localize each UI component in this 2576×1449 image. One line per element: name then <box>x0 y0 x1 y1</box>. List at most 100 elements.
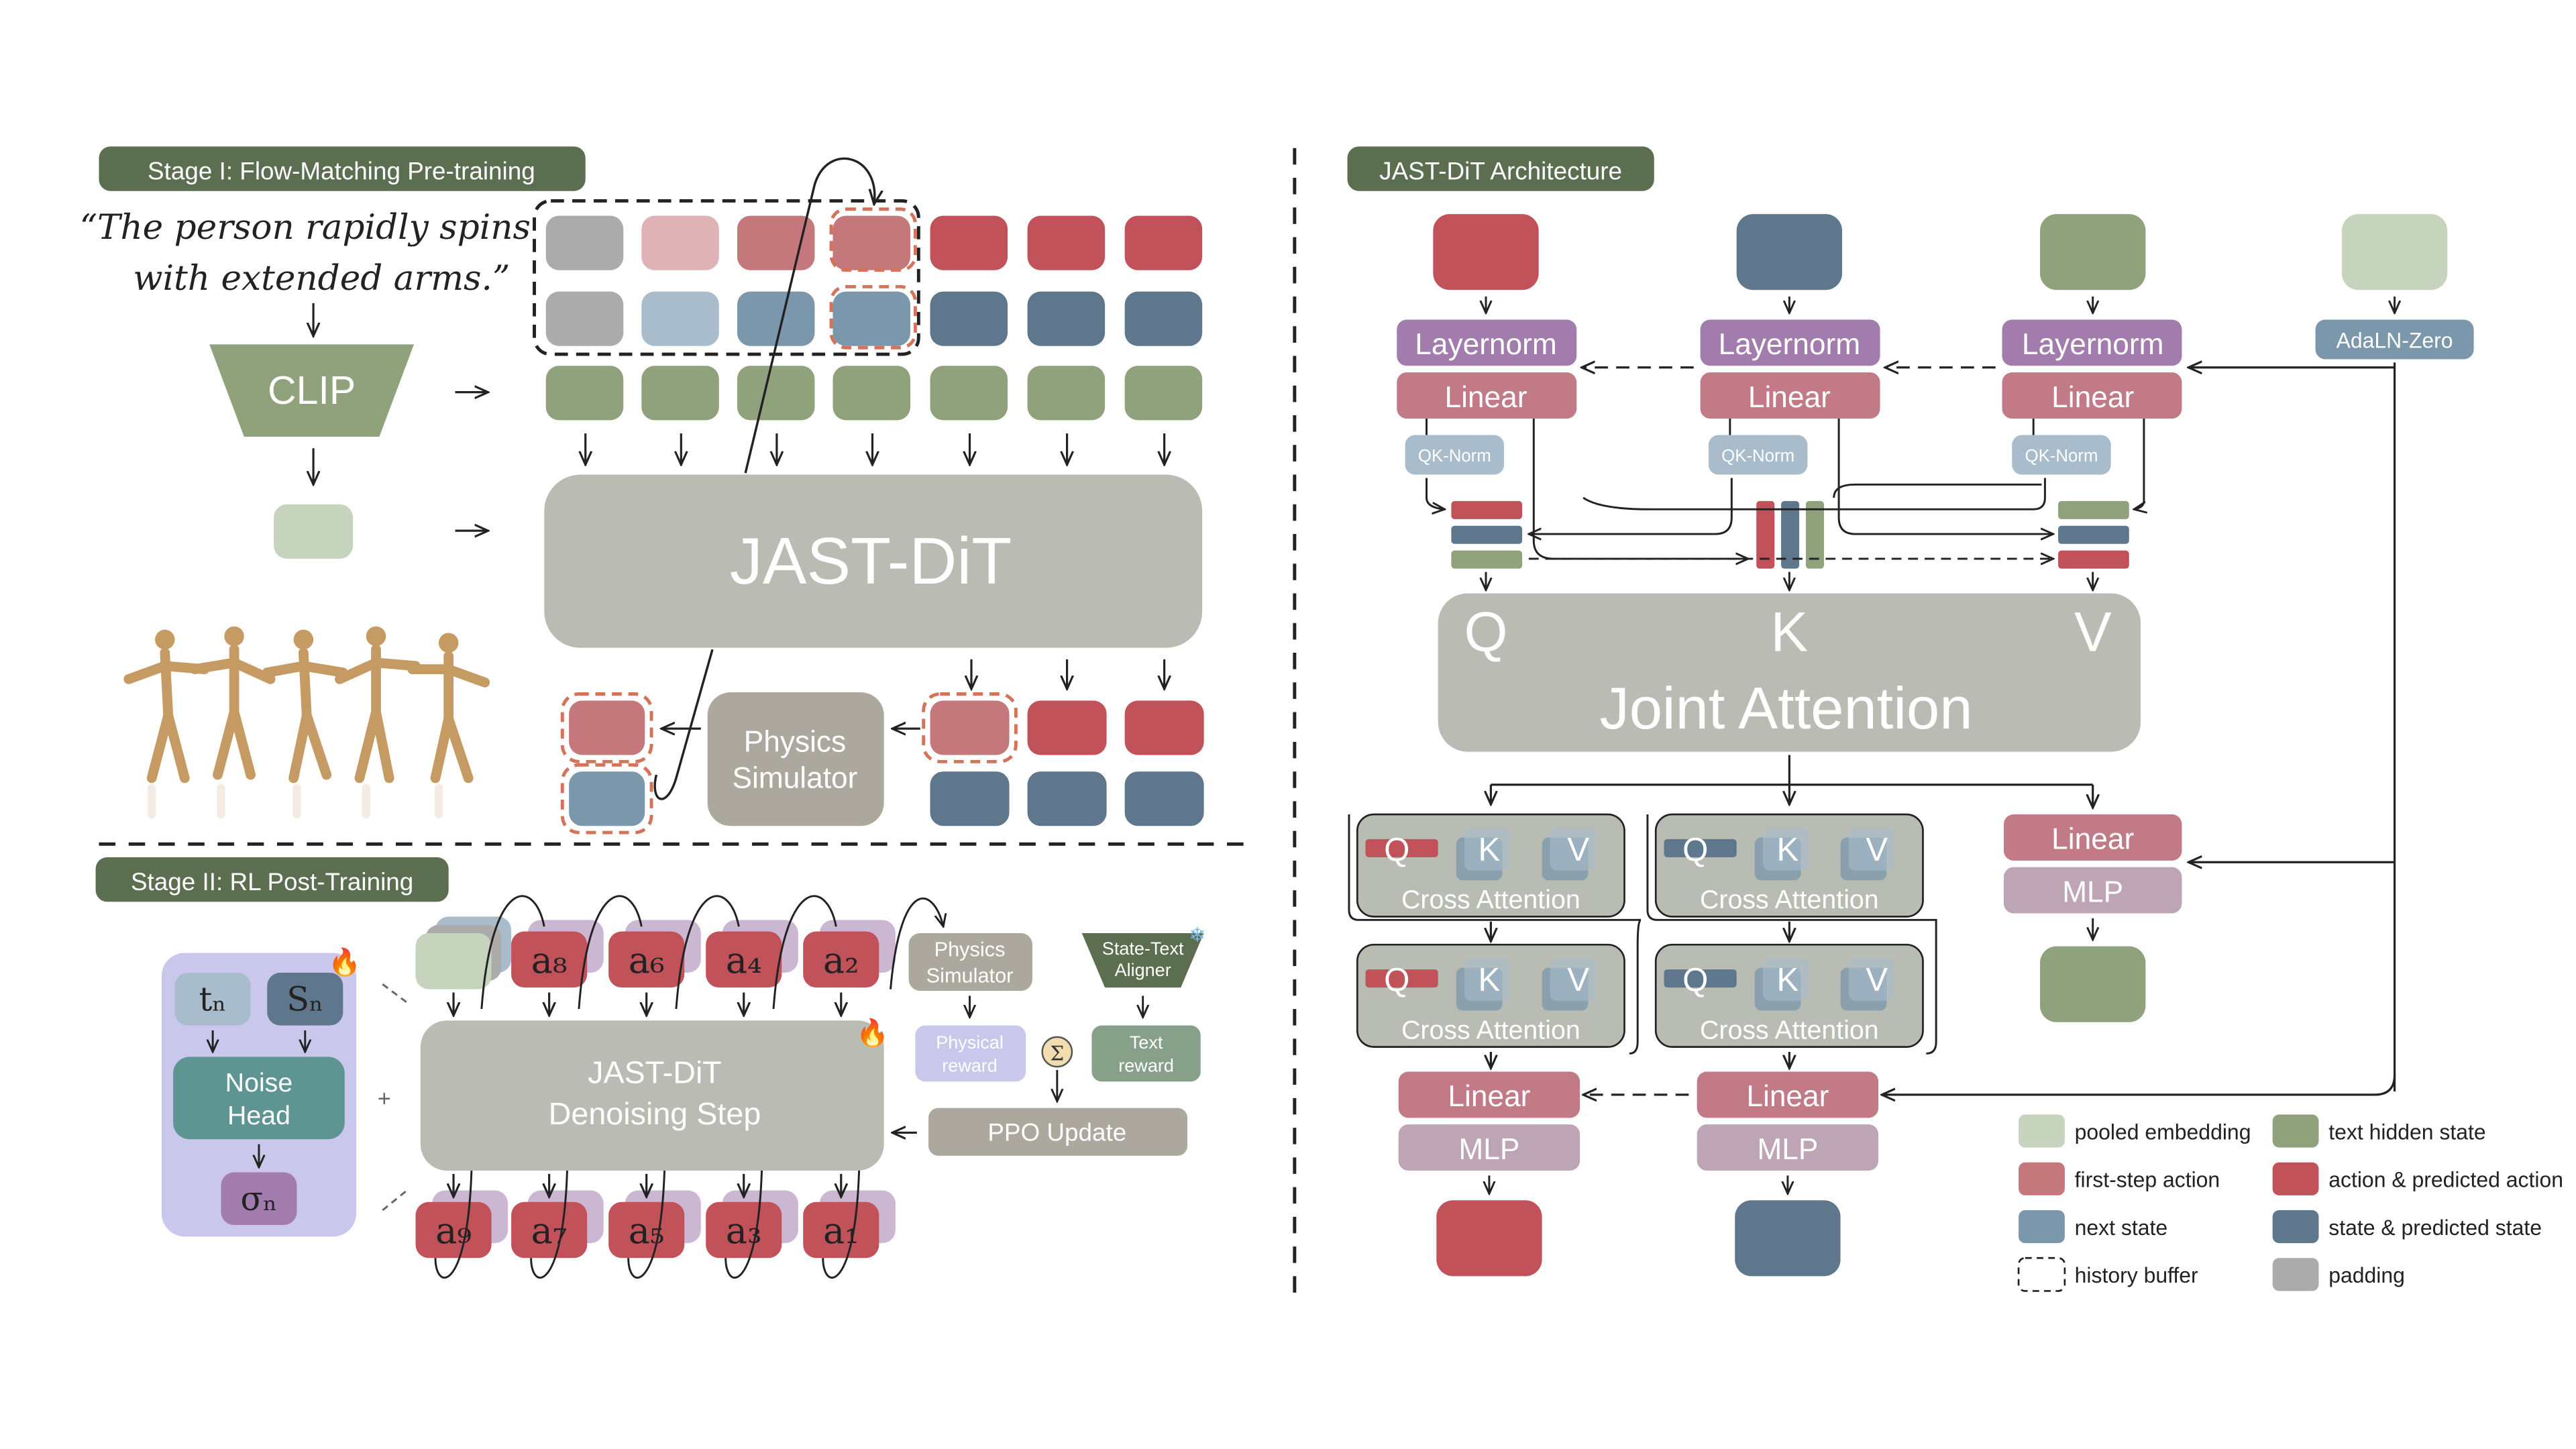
stage2-title-badge <box>95 857 449 902</box>
linear-label: Linear <box>2051 381 2134 414</box>
legend-label: pooled embedding <box>2075 1120 2251 1144</box>
joint-q-label: Q <box>1464 600 1507 663</box>
legend-label: first-step action <box>2075 1168 2220 1192</box>
linear-label: Linear <box>1748 381 1831 414</box>
qk-norm-box <box>1708 435 1808 475</box>
qk-norm-label: QK-Norm <box>2025 447 2098 466</box>
legend-swatch <box>2272 1114 2319 1148</box>
cross-attention-label: Cross Attention <box>1700 885 1879 914</box>
text-input-token <box>2040 214 2146 290</box>
cross-q-label: Q <box>1682 831 1708 868</box>
arch-title-badge <box>1347 146 1654 191</box>
joint-attention-block <box>1438 593 2141 752</box>
linear-label: Linear <box>1444 381 1527 414</box>
layernorm-label: Layernorm <box>1415 328 1557 361</box>
text-linear-box <box>2003 814 2182 861</box>
history-state-token <box>545 291 624 346</box>
stage1-title-badge <box>99 146 586 191</box>
legend-swatch <box>2019 1162 2065 1195</box>
layernorm-label: Layernorm <box>1719 328 1861 361</box>
motion-figures-illustration <box>123 626 490 784</box>
physics-small-line1: Physics <box>934 937 1006 961</box>
text-reward-box <box>1091 1025 1201 1082</box>
denoising-line1: JAST-DiT <box>588 1055 722 1090</box>
cross-v-label: V <box>1866 831 1888 868</box>
denoising-step-block <box>420 1020 884 1171</box>
text-hidden-token <box>737 366 815 421</box>
layernorm-box <box>1397 319 1577 366</box>
stage2-title: Stage II: RL Post-Training <box>131 868 413 896</box>
text-hidden-token <box>930 366 1008 421</box>
state-linear-box <box>1697 1071 1879 1118</box>
action-token <box>803 931 879 988</box>
stage2-panel: Stage II: RL Post-Training tₙ Sₙ 🔥 Noise… <box>95 857 1205 1279</box>
sum-symbol: Σ <box>1050 1042 1064 1065</box>
text-reward-line2: reward <box>1118 1055 1174 1075</box>
action-token-label: a₆ <box>629 939 665 981</box>
cross-k-label: K <box>1776 831 1799 868</box>
text-hidden-token <box>545 366 624 421</box>
qk-norm-box <box>2012 435 2111 475</box>
layernorm-box <box>1700 319 1880 366</box>
stage1-panel: Stage I: Flow-Matching Pre-training “The… <box>80 146 1204 835</box>
physical-reward-line2: reward <box>942 1055 998 1075</box>
history-state-token <box>930 291 1008 346</box>
action-token-label: a₂ <box>823 939 859 981</box>
sigma-token <box>221 1172 297 1226</box>
history-action-token <box>737 215 815 270</box>
qk-norm-label: QK-Norm <box>1418 447 1491 466</box>
ppo-update-label: PPO Update <box>987 1119 1126 1146</box>
action-token <box>608 1201 685 1258</box>
adaln-zero-box <box>2315 319 2474 360</box>
joint-v-label: V <box>2074 600 2112 663</box>
linear-box <box>2002 372 2182 419</box>
legend-label: next state <box>2075 1216 2167 1240</box>
legend-swatch <box>2272 1210 2319 1244</box>
legend-label: text hidden state <box>2328 1120 2485 1144</box>
arch-title: JAST-DiT Architecture <box>1379 158 1622 185</box>
text-linear-label: Linear <box>2051 823 2134 856</box>
linear-box <box>1700 372 1880 419</box>
legend-swatch <box>2017 1256 2066 1292</box>
legend-label: padding <box>2328 1263 2405 1287</box>
history-action-token <box>833 215 911 270</box>
s-n-label: Sₙ <box>286 980 323 1019</box>
denoising-line2: Denoising Step <box>549 1096 761 1131</box>
legend-swatch <box>2019 1114 2065 1148</box>
action-token <box>803 1201 879 1258</box>
action-token <box>511 931 588 988</box>
history-state-token <box>1124 291 1203 346</box>
state-linear-label: Linear <box>1746 1080 1829 1113</box>
noise-head-line2: Head <box>227 1101 290 1130</box>
denoise-fire-icon: 🔥 <box>856 1018 889 1048</box>
cross-v-label: V <box>1567 961 1589 998</box>
legend-swatch <box>2272 1162 2319 1195</box>
cross-k-label: K <box>1479 961 1501 998</box>
cross-attention-label: Cross Attention <box>1700 1015 1879 1044</box>
plus-sign: + <box>378 1086 391 1112</box>
stage1-title: Stage I: Flow-Matching Pre-training <box>148 158 535 185</box>
cross-q-label: Q <box>1384 961 1409 998</box>
physics-simulator-line1: Physics <box>744 726 846 759</box>
action-mlp-label: MLP <box>1458 1133 1519 1166</box>
cross-v-label: V <box>1866 961 1888 998</box>
legend-label: state & predicted state <box>2328 1216 2542 1240</box>
pooled-embedding-token <box>274 504 354 559</box>
state-mlp-label: MLP <box>1757 1133 1818 1166</box>
text-mlp-label: MLP <box>2062 875 2123 908</box>
history-state-token <box>1027 291 1106 346</box>
clip-encoder <box>209 344 415 437</box>
sigma-n-label: σₙ <box>241 1179 278 1218</box>
adaln-zero-label: AdaLN-Zero <box>2337 328 2453 352</box>
physics-simulator-small <box>908 932 1032 991</box>
cross-q-label: Q <box>1384 831 1409 868</box>
action-token <box>608 931 685 988</box>
text-hidden-token <box>833 366 911 421</box>
qk-norm-box <box>1405 435 1505 475</box>
legend: pooled embedding text hidden state first-s… <box>2017 1114 2563 1292</box>
trainable-fire-icon: 🔥 <box>328 947 361 977</box>
physical-reward-box <box>915 1025 1026 1082</box>
